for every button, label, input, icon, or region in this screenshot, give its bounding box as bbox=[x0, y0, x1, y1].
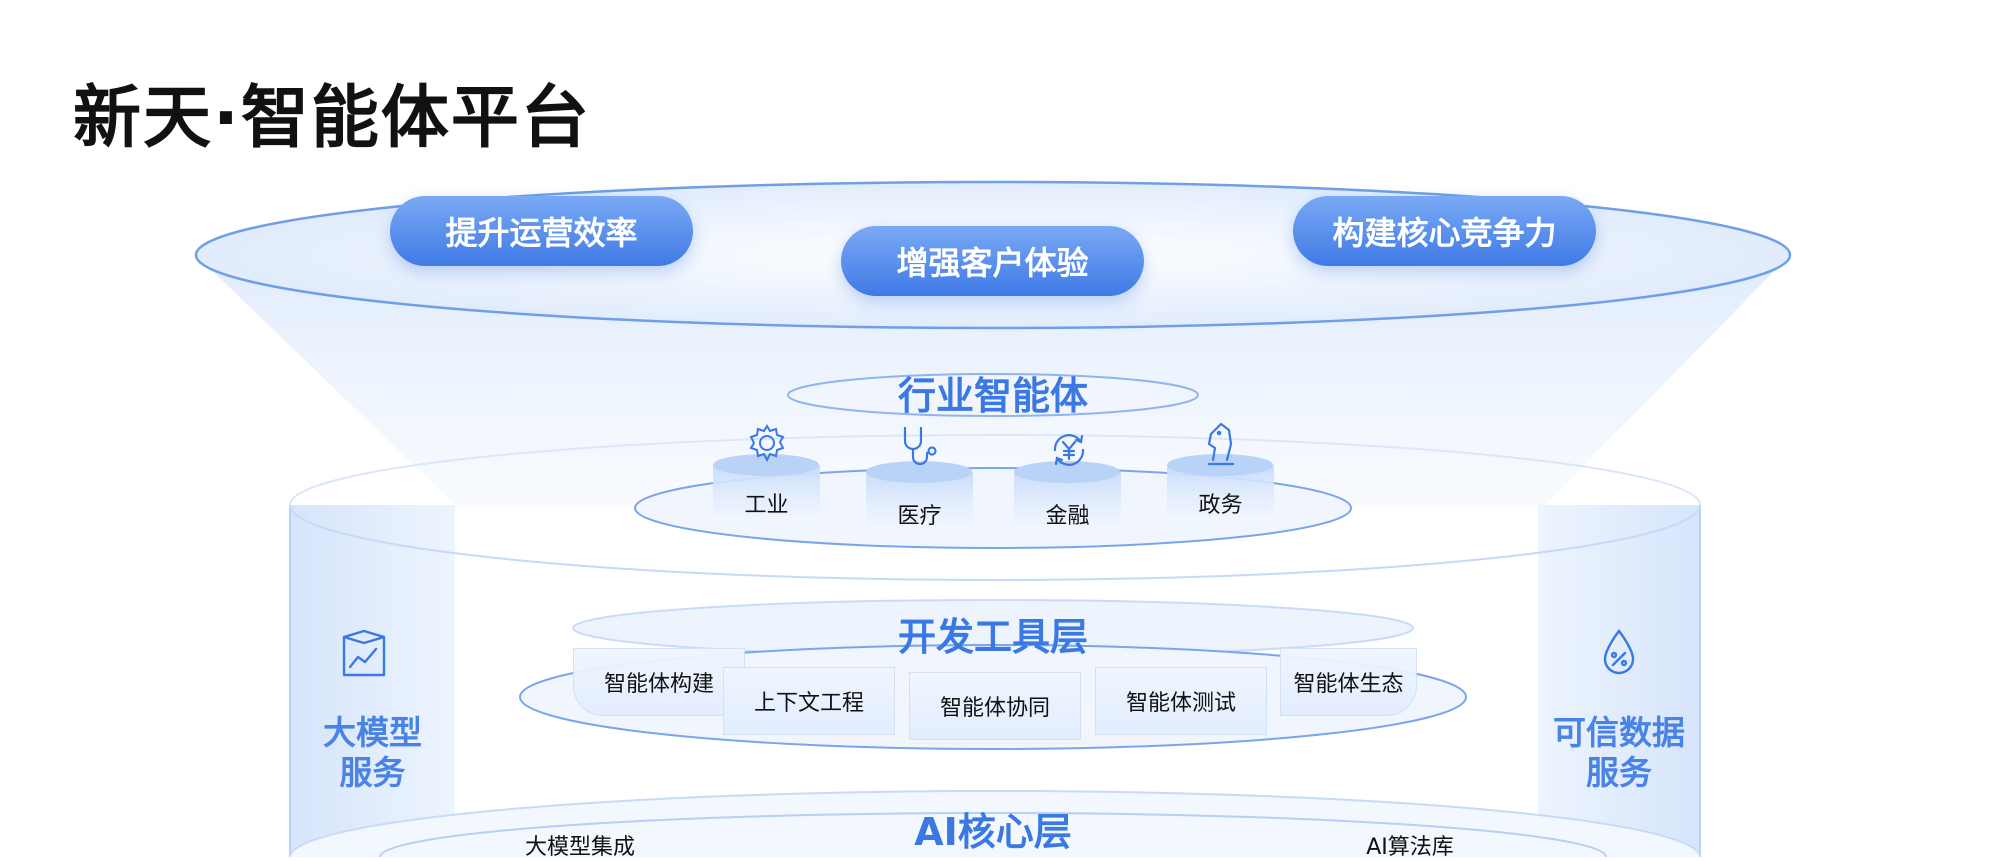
dev-tool-ecosystem: 智能体生态 bbox=[1280, 648, 1417, 716]
model-chart-icon bbox=[342, 629, 386, 677]
side-label-line: 可信数据 bbox=[1553, 713, 1685, 752]
dev-tool-label: 智能体生态 bbox=[1293, 672, 1404, 697]
side-label-model-service: 大模型 服务 bbox=[290, 713, 455, 793]
goal-pill-competitiveness: 构建核心竞争力 bbox=[1293, 196, 1596, 266]
cylinder-left-pillar bbox=[290, 505, 455, 857]
industry-label-industrial: 工业 bbox=[744, 493, 789, 518]
ai-inner-disc bbox=[379, 812, 1607, 857]
stethoscope-icon bbox=[903, 426, 937, 466]
side-label-line: 大模型 bbox=[323, 713, 422, 752]
chess-knight-icon bbox=[1207, 422, 1235, 466]
dev-tool-label: 智能体协同 bbox=[939, 696, 1050, 721]
side-label-line: 服务 bbox=[1586, 753, 1652, 792]
industry-label-medical: 医疗 bbox=[897, 504, 942, 529]
dev-tool-test: 智能体测试 bbox=[1095, 667, 1267, 735]
data-drop-icon bbox=[1603, 629, 1635, 675]
industry-cylinder bbox=[866, 461, 973, 532]
ai-item-algorithm-library: AI算法库 bbox=[1366, 835, 1454, 860]
dev-tool-context: 上下文工程 bbox=[723, 667, 895, 735]
industry-title-disc bbox=[787, 373, 1199, 417]
cylinder-right-pillar bbox=[1538, 505, 1700, 857]
side-label-trusted-data: 可信数据 服务 bbox=[1538, 713, 1700, 793]
dev-tool-label: 智能体测试 bbox=[1125, 691, 1236, 716]
dev-tool-label: 智能体构建 bbox=[603, 672, 714, 697]
gear-icon bbox=[749, 424, 785, 463]
industry-label-finance: 金融 bbox=[1045, 504, 1090, 529]
dev-tool-label: 上下文工程 bbox=[753, 691, 864, 716]
ai-layer-title: AI核心层 bbox=[914, 810, 1072, 854]
cylinder-top-rim bbox=[289, 504, 1701, 581]
goal-pill-efficiency: 提升运营效率 bbox=[390, 196, 693, 266]
dev-tool-collab: 智能体协同 bbox=[909, 672, 1081, 740]
goal-label: 构建核心竞争力 bbox=[1332, 214, 1557, 252]
yuan-cycle-icon bbox=[1053, 434, 1085, 466]
industry-label-government: 政务 bbox=[1198, 493, 1243, 518]
goal-pill-experience: 增强客户体验 bbox=[841, 226, 1144, 296]
goal-label: 增强客户体验 bbox=[896, 244, 1089, 282]
dev-layer-title: 开发工具层 bbox=[897, 615, 1088, 659]
side-label-line: 服务 bbox=[339, 753, 406, 792]
page-title: 新天·智能体平台 bbox=[73, 79, 591, 158]
ai-outer-disc bbox=[289, 790, 1701, 857]
industry-cylinder bbox=[1014, 461, 1121, 532]
dev-tool-build: 智能体构建 bbox=[573, 648, 745, 716]
goal-label: 提升运营效率 bbox=[445, 214, 638, 252]
ai-item-model-integration: 大模型集成 bbox=[524, 835, 635, 860]
industry-cylinder bbox=[713, 454, 820, 525]
industry-layer-title: 行业智能体 bbox=[897, 374, 1088, 418]
